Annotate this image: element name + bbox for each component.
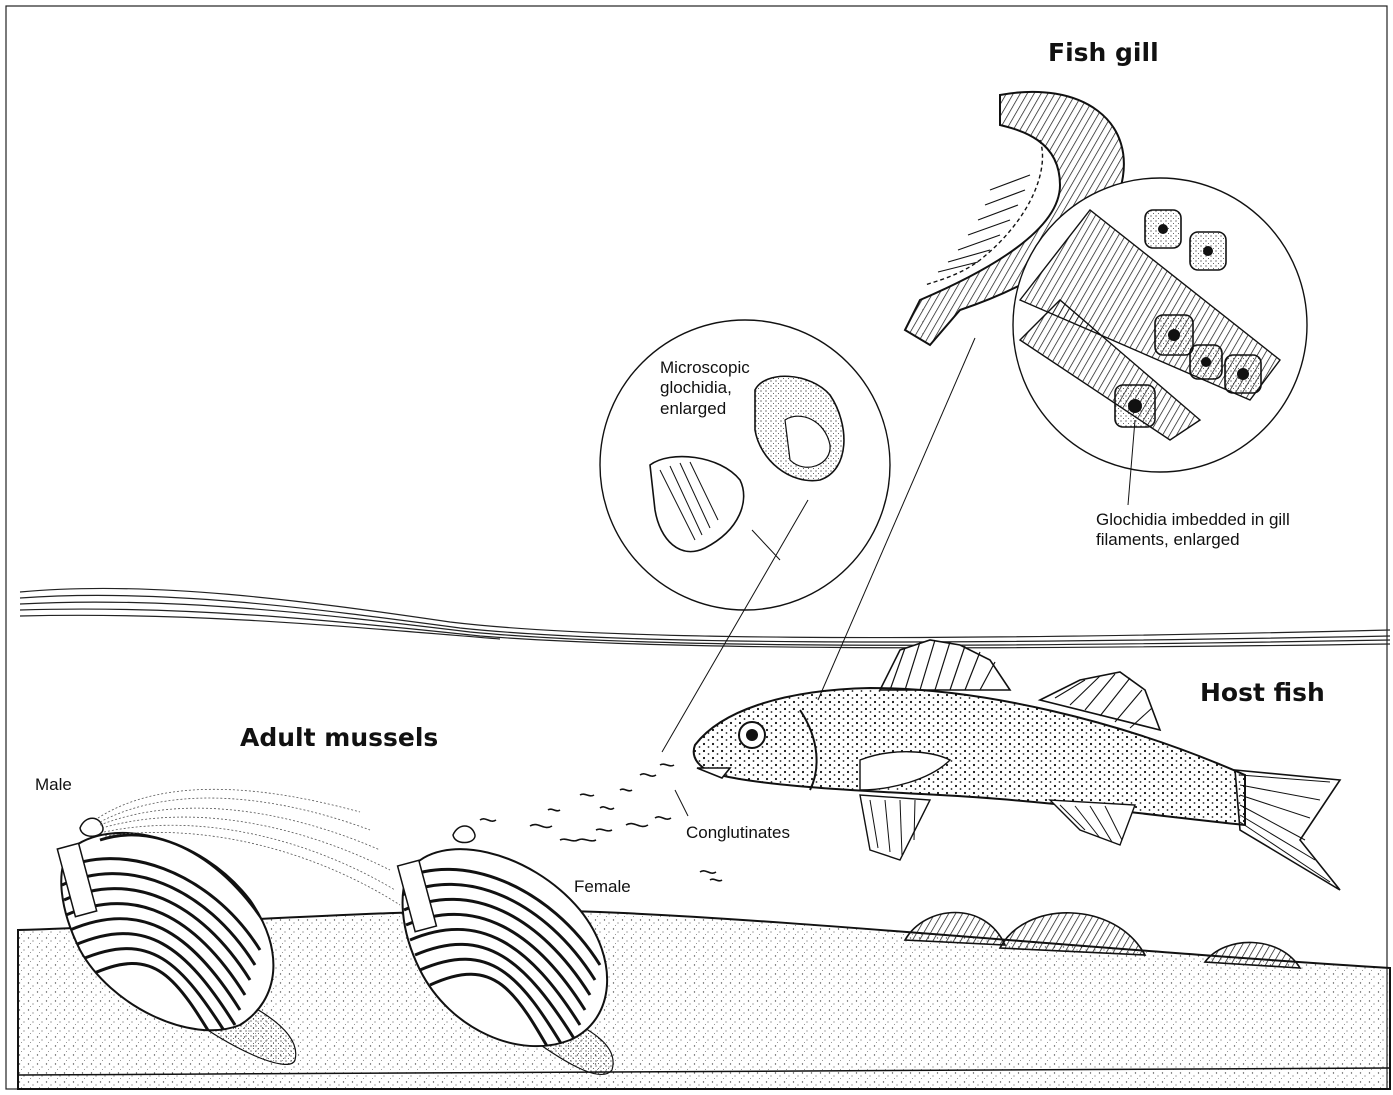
gill-filaments-magnified	[1013, 178, 1307, 472]
glochidia-imbedded-label: Glochidia imbedded in gill filaments, en…	[1096, 510, 1290, 551]
host-fish-label: Host fish	[1200, 678, 1325, 708]
male-label: Male	[35, 775, 72, 795]
microscopic-glochidia-label: Microscopic glochidia, enlarged	[660, 358, 750, 419]
adult-mussels-label: Adult mussels	[240, 723, 438, 753]
conglutinates-label: Conglutinates	[686, 823, 790, 843]
female-label: Female	[574, 877, 631, 897]
fish-gill-label: Fish gill	[1048, 38, 1159, 68]
